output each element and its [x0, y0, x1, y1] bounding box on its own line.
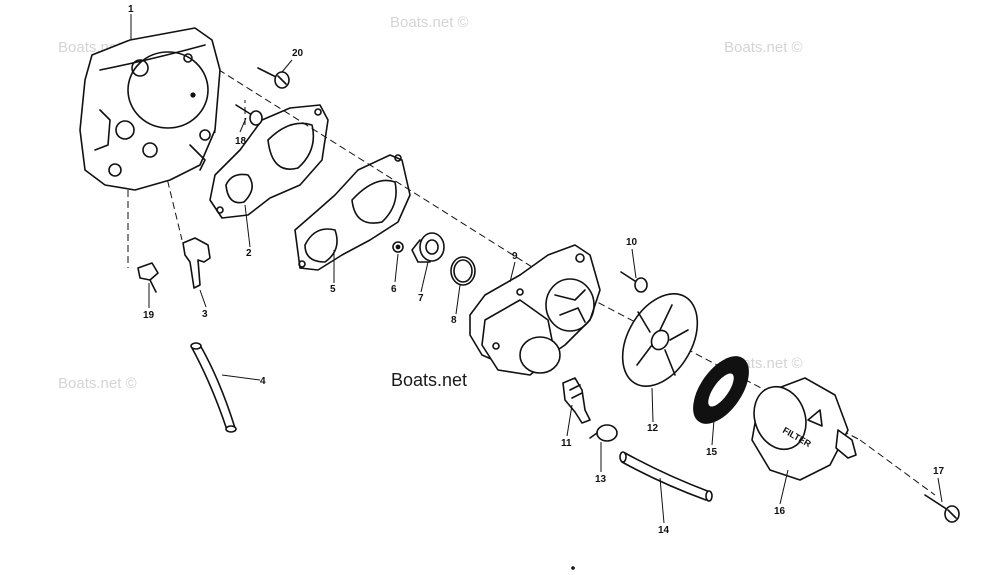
part-8-o-ring — [450, 256, 476, 286]
part-13-clamp — [589, 424, 618, 442]
part-7-check-valve — [411, 232, 445, 263]
part-4-hose — [190, 342, 237, 433]
part-11-fitting — [562, 377, 591, 424]
axis-line-3 — [164, 169, 183, 241]
part-18-screw — [235, 104, 263, 126]
watermark-top-center: Boats.net © — [390, 14, 469, 31]
watermark-center: Boats.net — [391, 370, 467, 390]
watermark-bottom-left: Boats.net © — [58, 375, 137, 392]
part-17-screw — [924, 494, 960, 523]
callout-10: 10 — [626, 237, 638, 248]
callout-7: 7 — [418, 293, 424, 304]
leader-lines — [130, 14, 943, 524]
callout-1: 1 — [128, 4, 134, 15]
part-10-screw — [620, 271, 648, 293]
callout-13: 13 — [595, 474, 607, 485]
callout-18: 18 — [235, 136, 247, 147]
watermark-top-right: Boats.net © — [724, 39, 803, 56]
callout-numbers: 1 2 3 4 5 6 7 8 9 10 11 12 13 14 15 16 1… — [128, 4, 945, 536]
callout-5: 5 — [330, 284, 336, 295]
stray-dot — [571, 566, 575, 570]
callout-9: 9 — [512, 251, 518, 262]
part-20-screw — [257, 67, 290, 89]
callout-6: 6 — [391, 284, 397, 295]
callout-8: 8 — [451, 315, 457, 326]
part-5-gasket — [294, 154, 411, 271]
callout-2: 2 — [246, 248, 252, 259]
part-15-seal — [693, 356, 749, 424]
callout-14: 14 — [658, 525, 670, 536]
callout-3: 3 — [202, 309, 208, 320]
part-19-screw — [137, 262, 159, 293]
callout-20: 20 — [292, 48, 304, 59]
callout-11: 11 — [561, 438, 572, 449]
callout-12: 12 — [647, 423, 659, 434]
part-6-nut — [392, 241, 404, 253]
callout-16: 16 — [774, 506, 786, 517]
callout-4: 4 — [260, 376, 266, 387]
callout-19: 19 — [143, 310, 155, 321]
watermarks: Boats.net © Boats.net © Boats.net © Boat… — [58, 14, 803, 392]
part-14-hose — [619, 451, 713, 502]
part-3-elbow-fitting — [182, 237, 211, 289]
axis-line-screw-17 — [859, 439, 936, 496]
part-9-pump-cover — [469, 244, 601, 376]
callout-15: 15 — [706, 447, 718, 458]
part-1-pump-body — [79, 27, 221, 191]
callout-17: 17 — [933, 466, 945, 477]
part-16-filter-bowl: FILTER — [751, 377, 857, 481]
part-12-filter-screen — [621, 293, 699, 387]
part-2-gasket — [209, 104, 329, 219]
